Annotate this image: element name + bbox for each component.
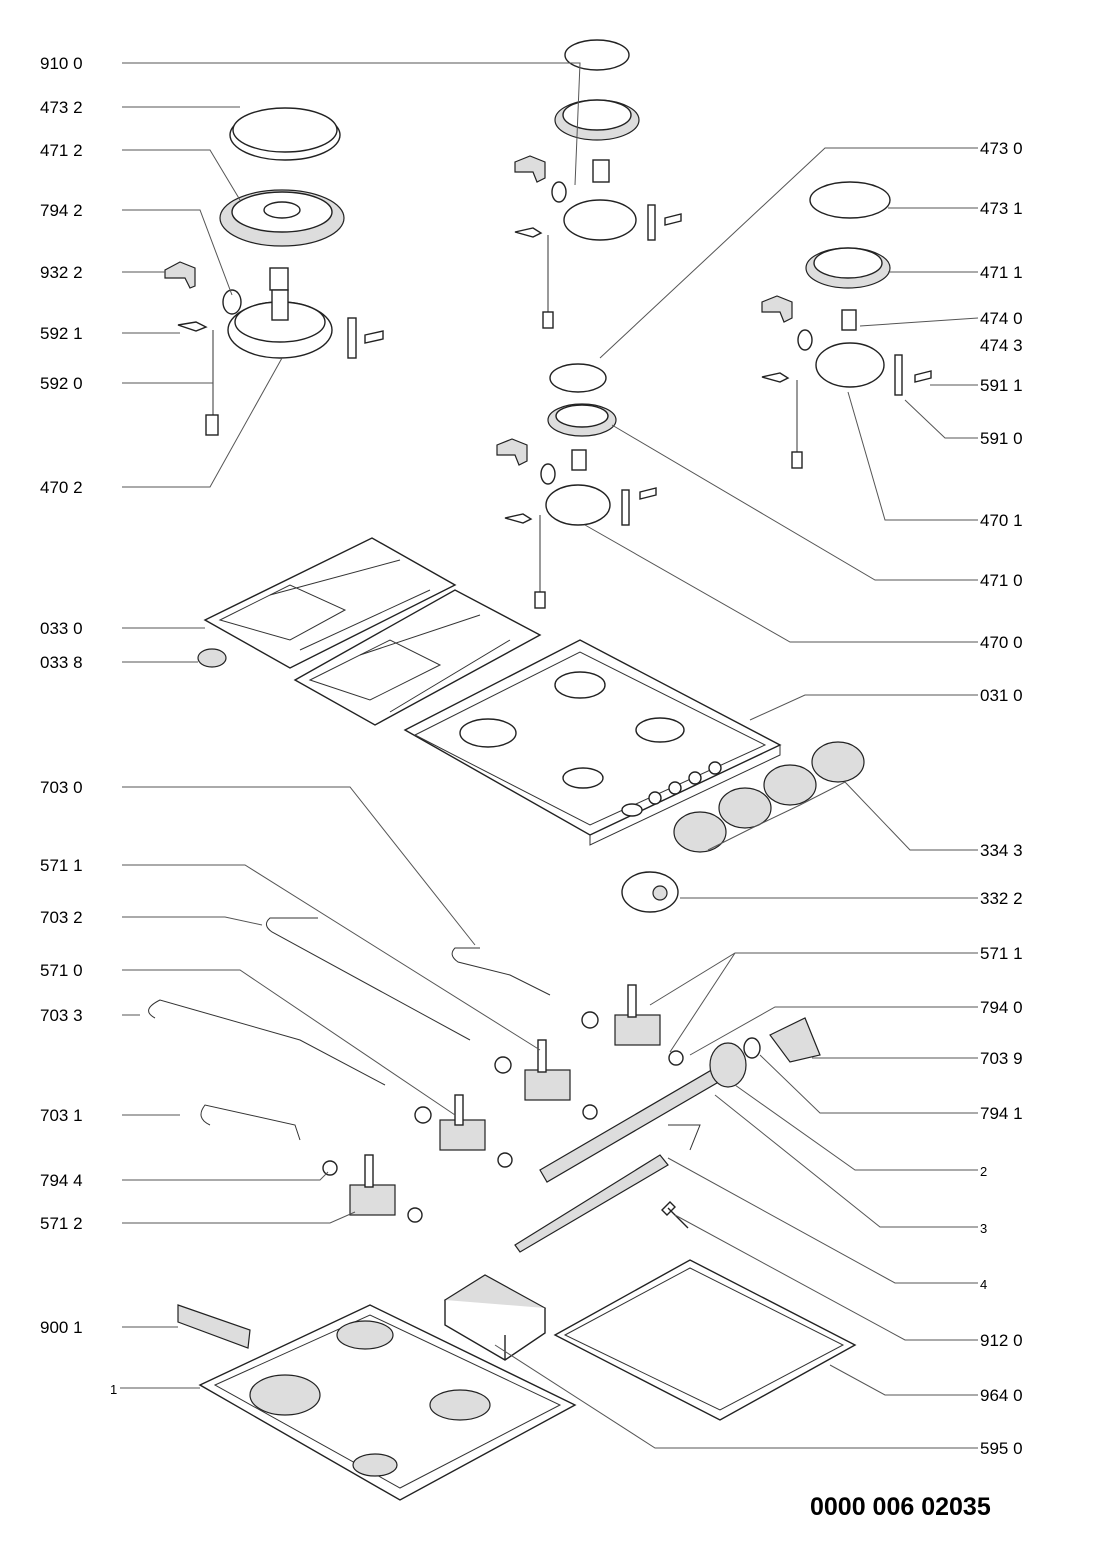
part-label: 334 3 <box>980 841 1023 860</box>
part-label: 470 2 <box>40 478 83 497</box>
leader-line <box>122 62 581 186</box>
part-label: 794 0 <box>980 998 1023 1017</box>
leader-line <box>829 1364 978 1396</box>
leader-line <box>667 1157 978 1284</box>
part-label: 794 1 <box>980 1104 1023 1123</box>
part-label: 592 1 <box>40 324 83 343</box>
part-label: 471 1 <box>980 263 1023 282</box>
leader-line <box>599 147 978 359</box>
part-label: 471 0 <box>980 571 1023 590</box>
part-label: 703 9 <box>980 1049 1023 1068</box>
part-label: 592 0 <box>40 374 83 393</box>
leader-line <box>859 317 979 327</box>
part-label: 703 2 <box>40 908 83 927</box>
part-label: 473 0 <box>980 139 1023 158</box>
part-label: 900 1 <box>40 1318 83 1337</box>
leader-line <box>122 916 263 926</box>
leader-line <box>122 786 476 946</box>
leader-line <box>122 864 541 1051</box>
part-label: 571 0 <box>40 961 83 980</box>
leader-line <box>714 1094 978 1228</box>
manifold-and-connector <box>514 1017 821 1253</box>
part-label: 571 2 <box>40 1214 83 1233</box>
burner-right <box>761 181 932 469</box>
seal-gasket <box>553 1259 857 1421</box>
part-label: 912 0 <box>980 1331 1023 1350</box>
part-labels: 910 0 473 2 471 2 794 2 932 2 592 1 592 0 470 2… <box>40 54 1023 1458</box>
part-drawings <box>148 39 932 1501</box>
part-label: 703 0 <box>40 778 83 797</box>
leader-line <box>611 424 978 581</box>
drawing-code: 0000 006 02035 <box>810 1493 991 1521</box>
hob-top-plate <box>403 639 782 846</box>
leader-line <box>904 399 978 439</box>
leader-line <box>122 357 283 488</box>
leader-line <box>122 969 456 1116</box>
part-label: 031 0 <box>980 686 1023 705</box>
part-label: 932 2 <box>40 263 83 282</box>
leader-line <box>707 781 978 851</box>
bracket <box>177 1304 251 1349</box>
control-knobs <box>621 741 865 913</box>
leader-line <box>749 694 978 721</box>
leader-line <box>494 1344 978 1449</box>
gas-valves <box>322 984 684 1223</box>
leader-line <box>584 524 978 643</box>
part-label: 473 2 <box>40 98 83 117</box>
part-label: 1 <box>110 1382 117 1397</box>
leader-line <box>122 209 233 296</box>
part-label: 910 0 <box>40 54 83 73</box>
part-label: 332 2 <box>980 889 1023 908</box>
part-label: 794 4 <box>40 1171 83 1190</box>
part-label: 571 1 <box>980 944 1023 963</box>
part-label: 471 2 <box>40 141 83 160</box>
leader-line <box>734 1084 978 1171</box>
part-label: 474 3 <box>980 336 1023 355</box>
burner-left-large <box>164 107 384 436</box>
leader-line <box>122 1171 329 1181</box>
part-label: 794 2 <box>40 201 83 220</box>
part-label: 571 1 <box>40 856 83 875</box>
burner-center-small <box>496 363 657 609</box>
part-label: 473 1 <box>980 199 1023 218</box>
part-label: 3 <box>980 1221 987 1236</box>
burner-top-center <box>514 39 682 329</box>
part-label: 474 0 <box>980 309 1023 328</box>
ignition-unit <box>443 1274 547 1361</box>
part-label: 2 <box>980 1164 987 1179</box>
part-label: 4 <box>980 1277 987 1292</box>
part-label: 470 1 <box>980 511 1023 530</box>
leader-line <box>759 1054 978 1114</box>
gas-tubes <box>148 917 551 1141</box>
leader-line <box>122 1211 356 1224</box>
base-tray <box>198 1304 577 1501</box>
part-label: 033 8 <box>40 653 83 672</box>
leader-line <box>674 1214 978 1341</box>
part-label: 703 1 <box>40 1106 83 1125</box>
part-label: 591 0 <box>980 429 1023 448</box>
part-label: 595 0 <box>980 1439 1023 1458</box>
part-label: 470 0 <box>980 633 1023 652</box>
part-label: 033 0 <box>40 619 83 638</box>
leader-line <box>122 149 241 201</box>
leader-line <box>689 1006 978 1056</box>
leader-line <box>847 391 978 521</box>
leader-lines <box>120 62 979 1449</box>
leader-line <box>649 952 978 1053</box>
part-label: 591 1 <box>980 376 1023 395</box>
part-label: 964 0 <box>980 1386 1023 1405</box>
part-label: 703 3 <box>40 1006 83 1025</box>
pan-supports <box>197 537 542 726</box>
